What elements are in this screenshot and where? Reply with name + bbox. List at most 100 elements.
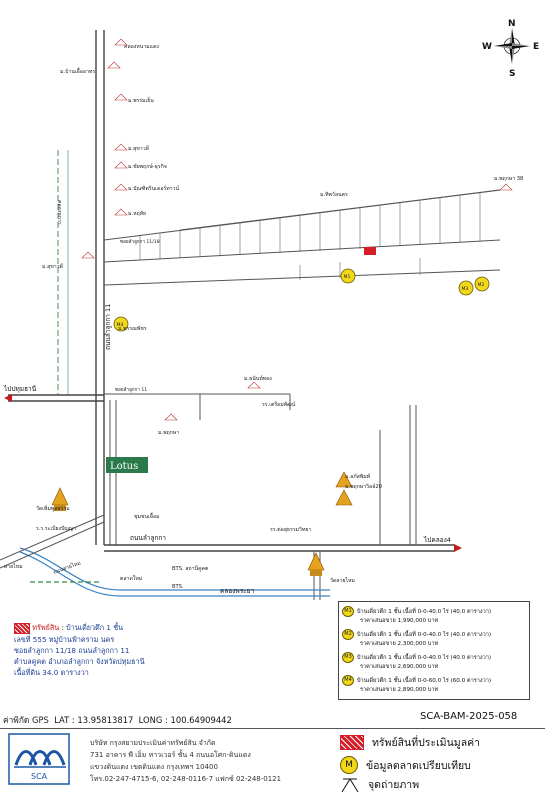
village-3-label: ม.พรร่มเย็น — [128, 96, 154, 104]
gps-long: LONG : 100.64909442 — [138, 715, 232, 725]
gps-coordinates: ค่าพิกัด GPS LAT : 13.95813817 LONG : 10… — [3, 713, 232, 727]
canal-left-label: สายไหม — [4, 562, 23, 570]
svg-text:Lotus: Lotus — [110, 461, 138, 472]
lamlukka-road-label: ถนนลำลูกกา — [130, 534, 166, 542]
village-9-label: ม.ธนันท์ทอง — [244, 375, 272, 382]
to-pathumthani-label: ไปปทุมธานี — [3, 385, 37, 393]
road-sai-mai-label: ถนนสายไหม — [52, 559, 82, 576]
school-2-label: รร.ต่อสุธรรมวิทยา — [270, 526, 311, 533]
comparable-m4-desc: บ้านเดี่ยวตึก 1 ชั้น เนื้อที่ 0-0-60.0 ไ… — [357, 677, 492, 684]
comparable-m2-price: ราคาเสนอขาย 2,300,000 บาท — [360, 641, 439, 647]
village-subdivision — [103, 189, 501, 286]
village-12-label: รร.เตรียมพัฒน์ — [262, 401, 296, 408]
canal-ekachai-label: คลองหกวา — [56, 200, 62, 225]
legend-photo-label: จุดถ่ายภาพ — [368, 779, 420, 791]
canal-label: คลองพระยา — [220, 587, 254, 595]
camera-angle-icon — [341, 778, 359, 792]
property-title-row: ทรัพย์สิน : บ้านเดี่ยวตึก 1 ชั้น — [14, 622, 236, 634]
comparable-m1-price: ราคาเสนอขาย 1,990,000 บาท — [360, 618, 439, 624]
compass-w: W — [482, 42, 492, 52]
company-info: บริษัท กรุงสยามประเมินค่าทรัพย์สิน จำกัด… — [90, 737, 281, 785]
bts-label: BTS. — [172, 584, 184, 590]
village-8-label: ม.สุขาวดี — [42, 263, 63, 270]
to-khlong4-label: ไปคลอง4 — [423, 536, 451, 544]
company-phone: โทร.02-247-4715-6, 02-248-0116-7 แฟกซ์ 0… — [90, 775, 282, 783]
temple-icon-right — [307, 552, 325, 576]
diagonal-road-1 — [0, 514, 105, 561]
diagonal-road-2 — [0, 521, 105, 569]
report-code: SCA-BAM-2025-058 — [420, 711, 518, 722]
road-to-pathumthani — [4, 394, 104, 402]
legend-property-swatch — [340, 735, 364, 750]
subject-property — [364, 247, 376, 255]
lotus-store: Lotus — [106, 457, 148, 473]
company-address-2: แขวงดินแดง เขตดินแดง กรุงเทพฯ 10400 — [90, 763, 218, 771]
compass-n: N — [508, 19, 516, 29]
footer — [0, 728, 545, 801]
school-1-label: ร.ร.ระเบียงปัญญา — [36, 525, 76, 532]
svg-text:M2: M2 — [478, 282, 485, 288]
compass-s: S — [509, 69, 515, 79]
property-line-3: ตำบลคูคต อำเภอลำลูกกา จังหวัดปทุมธานี — [14, 656, 145, 666]
village-11-label: ม.พรรณพัชร — [118, 325, 147, 332]
lamlukka-road — [104, 544, 462, 552]
village-6-label: ม.บัณฑิตรินเดอร์ทาวน์ — [128, 185, 179, 192]
village-5-label: ม.ชัยพฤกษ์-ธุรกิจ — [128, 163, 167, 170]
house-icons — [81, 38, 513, 421]
community-label: ชุมชนเอื้อม — [134, 512, 159, 520]
comparable-m2-marker: M2 — [342, 629, 354, 640]
property-line-1: เลขที่ 555 หมู่บ้านฟ้าคราม นคร — [14, 634, 115, 644]
temple-icon-mid — [335, 471, 353, 506]
comparable-m2-desc: บ้านเดี่ยวตึก 1 ชั้น เนื้อที่ 0-0-40.0 ไ… — [357, 631, 492, 638]
market-label: ตลาดใหม่ — [120, 575, 142, 582]
legend-property-label: ทรัพย์สินที่ประเมินมูลค่า — [372, 737, 481, 749]
legend-market-marker: M — [340, 756, 358, 774]
wat-phoem-label: วัดเพิ่มพูลธรรม — [36, 505, 70, 512]
svg-text:M3: M3 — [462, 286, 469, 292]
village-2-label: ม.บ้านเอื้ออาทร — [60, 67, 95, 75]
gps-lat: LAT : 13.95813817 — [54, 715, 134, 725]
logo-text: SCA — [31, 772, 48, 781]
village-phrakarn-label: ม.พฤกษา 38 — [494, 176, 523, 182]
comparable-m3-desc: บ้านเดี่ยวตึก 1 ชั้น เนื้อที่ 0-0-40.0 ไ… — [357, 654, 492, 661]
svg-text:M1: M1 — [344, 274, 351, 280]
village-top-label: ม.ทิพวัลนคร — [320, 191, 348, 198]
marker-m3: M3 — [458, 280, 474, 296]
temple-icon-left — [51, 487, 69, 511]
comparable-m3-price: ราคาเสนอขาย 2,690,000 บาท — [360, 664, 439, 670]
property-line-4: เนื้อที่ดิน 34.0 ตารางวา — [14, 667, 89, 677]
property-title-value: บ้านเดี่ยวตึก 1 ชั้น — [66, 623, 123, 632]
bts-2-label: BTS. สถานีคูคต — [172, 565, 208, 572]
company-name: บริษัท กรุงสยามประเมินค่าทรัพย์สิน จำกัด — [90, 739, 216, 747]
village-1-label: คลองหนามแดง — [124, 44, 159, 50]
village-4-label: ม.สุขาวดี — [128, 145, 149, 152]
soi-label: ซอยลำลูกกา 11/18 — [120, 239, 160, 245]
compass-e: E — [533, 42, 539, 52]
soi-11-label: ซอยลำลูกกา 11 — [115, 387, 147, 393]
property-swatch — [14, 622, 30, 634]
marker-m4: M4 — [113, 316, 129, 332]
comparable-m1-marker: M1 — [342, 606, 354, 617]
marker-m1: M1 — [340, 268, 356, 284]
village-10-label: ม.พฤกษา — [158, 430, 179, 436]
company-address-1: 731 อาคาร พี เอ็ม ทาวเวอร์ ชั้น 4 ถนนอโศ… — [90, 751, 251, 759]
wat-sai-mai-label: วัดสายไหม — [330, 576, 355, 584]
property-line-2: ซอยลำลูกกา 11/18 ถนนลำลูกกา 11 — [14, 645, 130, 655]
legend-market: M ข้อมูลตลาดเปรียบเทียบ — [340, 756, 471, 774]
gps-label: ค่าพิกัด GPS — [3, 715, 49, 725]
property-title-label: ทรัพย์สิน — [32, 623, 60, 632]
village-7-label: ม.หฤทัย — [128, 210, 146, 217]
main-vertical-road — [95, 30, 117, 545]
comparable-m1-desc: บ้านเดี่ยวตึก 1 ชั้น เนื้อที่ 0-0-40.0 ไ… — [357, 608, 492, 615]
marker-m2: M2 — [474, 276, 490, 292]
village-14-label: ม.ลภัสพิมพ์ — [345, 473, 371, 480]
comparable-m4-price: ราคาเสนอขาย 2,890,000 บาท — [360, 687, 439, 693]
comparable-m3-marker: M3 — [342, 652, 354, 663]
compass-rose: N S E W — [482, 19, 539, 79]
legend-property: ทรัพย์สินที่ประเมินมูลค่า — [340, 734, 480, 751]
